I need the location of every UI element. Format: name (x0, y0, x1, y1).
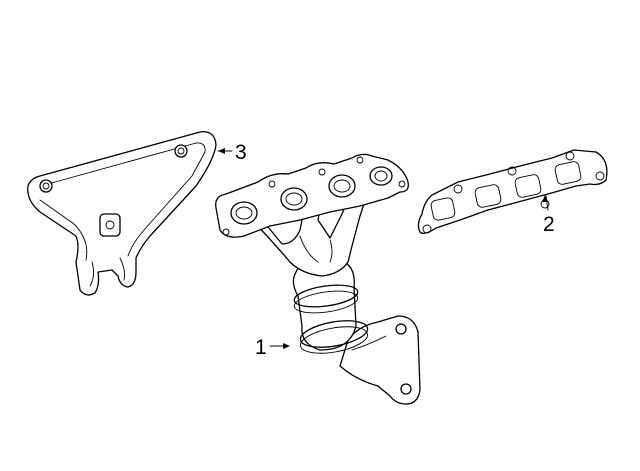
callout-label-2: 2 (543, 213, 555, 236)
heat-shield (27, 131, 217, 296)
arrowhead-2 (542, 195, 548, 202)
arrowhead-1 (283, 343, 290, 349)
exhaust-manifold (215, 153, 421, 405)
callout-2: 2 (542, 195, 555, 236)
callout-3: 3 (217, 141, 247, 164)
callout-label-1: 1 (255, 336, 267, 359)
callout-label-3: 3 (235, 141, 247, 164)
arrowhead-3 (218, 148, 225, 154)
callout-1: 1 (255, 336, 290, 359)
manifold-gasket (417, 149, 608, 234)
